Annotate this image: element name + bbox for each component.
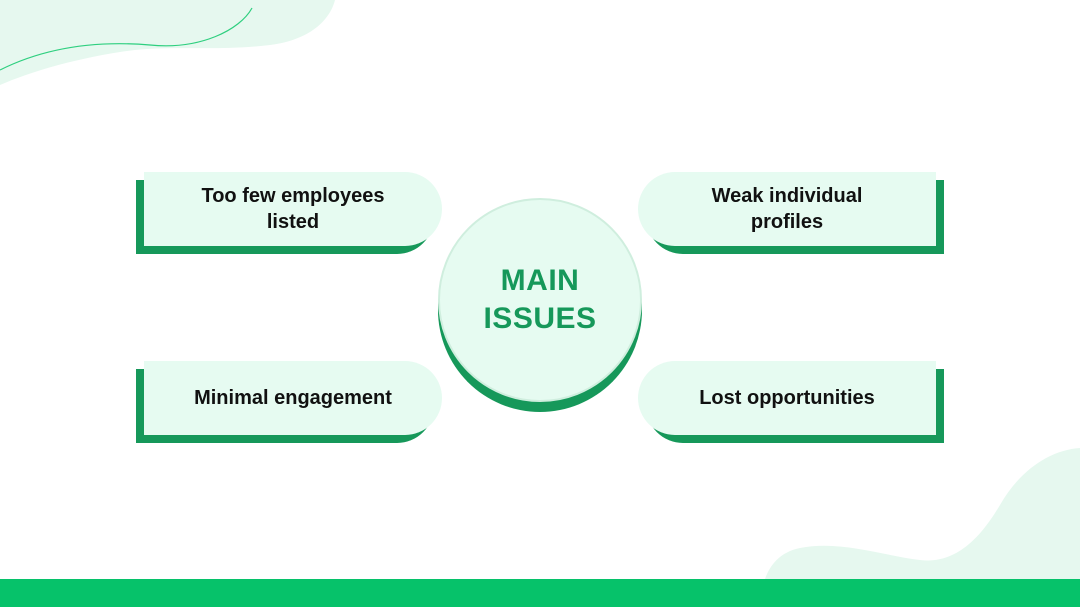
card-face: Weak individual profiles [638, 172, 936, 246]
center-title: MAIN ISSUES [483, 264, 597, 335]
issue-card-top-right: Weak individual profiles [638, 172, 946, 256]
issue-label: Minimal engagement [194, 387, 392, 409]
issue-card-bottom-right: Lost opportunities [638, 361, 946, 445]
issue-card-bottom-left: Minimal engagement [136, 361, 452, 445]
card-face: Lost opportunities [638, 361, 936, 435]
top-left-blob [0, 0, 335, 85]
issue-label: Too few employees listed [201, 185, 385, 233]
top-left-curve-line [0, 7, 253, 71]
bottom-right-blob [765, 448, 1080, 579]
issue-label: Weak individual profiles [711, 185, 863, 233]
issue-card-top-left: Too few employees listed [136, 172, 452, 256]
issue-label: Lost opportunities [699, 387, 875, 409]
bottom-bar [0, 579, 1080, 607]
card-face: Minimal engagement [144, 361, 442, 435]
card-face: Too few employees listed [144, 172, 442, 246]
center-circle: MAIN ISSUES [438, 198, 642, 402]
